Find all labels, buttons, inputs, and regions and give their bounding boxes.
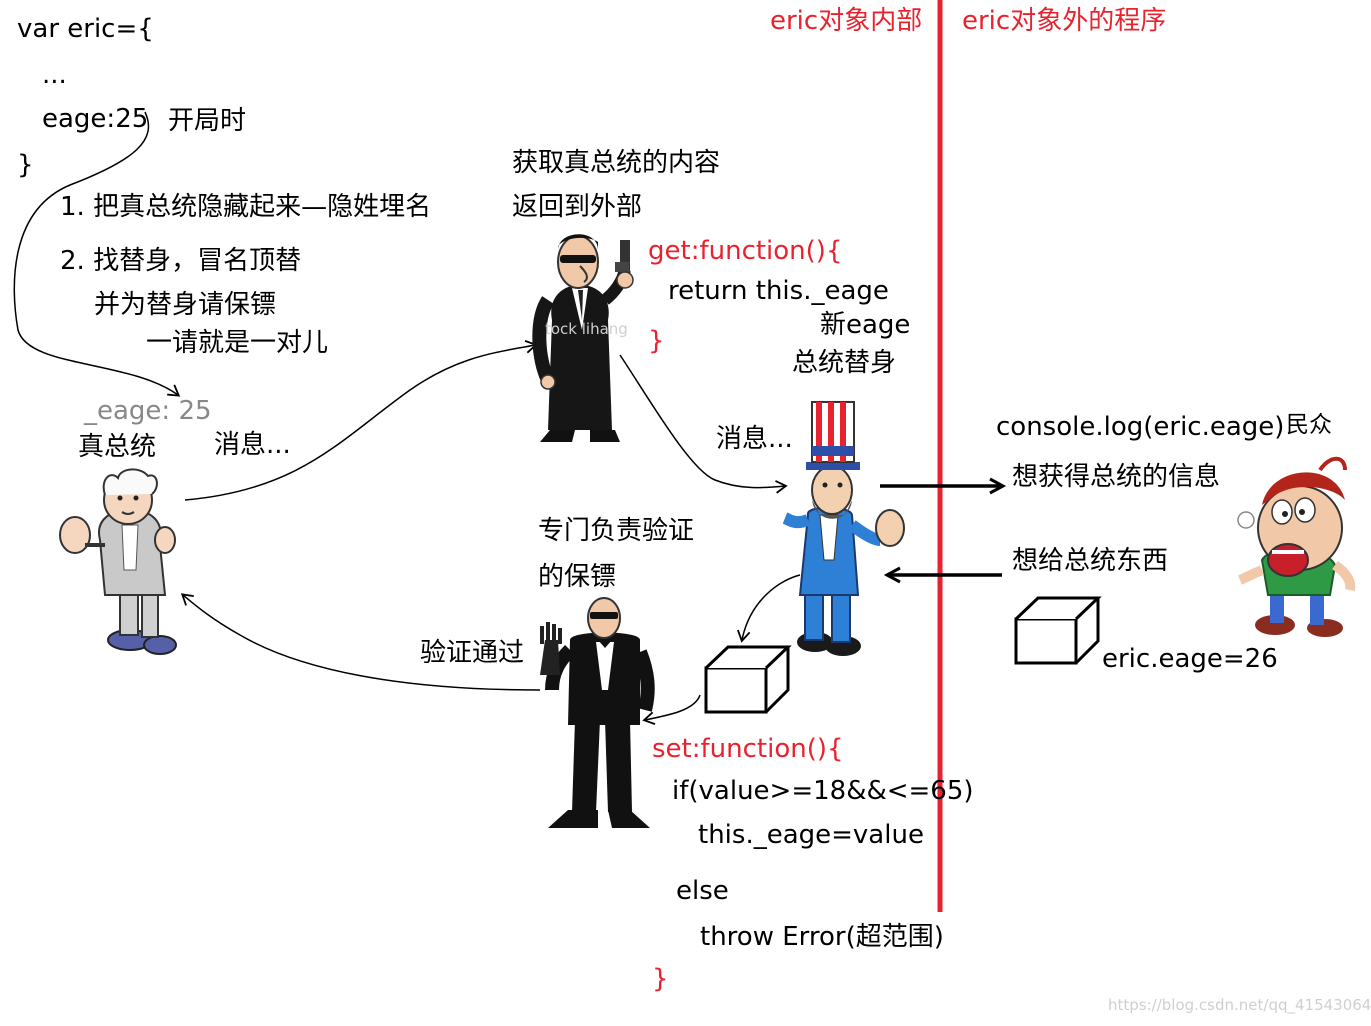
setter-open: set:function(){: [652, 734, 844, 764]
getter-title-line2: 返回到外部: [512, 192, 643, 222]
setter-throw: throw Error(超范围): [700, 922, 944, 952]
double-label: 总统替身: [792, 348, 897, 378]
hide-arrow: [13, 111, 181, 397]
message-arrow-to-double: [619, 354, 788, 494]
public-label: 民众: [1286, 412, 1332, 438]
code-line-var: var eric={: [17, 14, 154, 44]
value-box-inside: [704, 645, 792, 714]
box-to-validator-arrow: [642, 694, 701, 725]
step-2-pair-text: 一请就是一对儿: [146, 328, 329, 358]
outside-scope-label: eric对象外的程序: [962, 6, 1167, 36]
getter-open: get:function(){: [648, 236, 843, 266]
getter-close: }: [648, 326, 665, 356]
step-2-text: 2. 找替身，冒名顶替: [60, 246, 302, 276]
step-1-text: 1. 把真总统隐藏起来—隐姓埋名: [60, 192, 432, 222]
validated-arrow: [180, 593, 541, 691]
setter-assign: this._eage=value: [698, 820, 924, 850]
president-double-illustration: [782, 401, 905, 656]
setter-condition: if(value>=18&&<=65): [672, 776, 974, 806]
want-give-label: 想给总统东西: [1012, 546, 1169, 576]
want-info-label: 想获得总统的信息: [1012, 462, 1221, 492]
overlay-watermark: tock lihang: [545, 320, 628, 338]
message-left-label: 消息...: [214, 430, 291, 460]
step-2-bodyguard-text: 并为替身请保镖: [94, 290, 277, 320]
inside-scope-label: eric对象内部: [770, 6, 923, 36]
message-arrow-to-getter: [184, 340, 538, 501]
footer-watermark: https://blog.csdn.net/qq_41543064: [1108, 996, 1371, 1014]
getter-agent-illustration: [532, 234, 634, 442]
start-label: 开局时: [168, 106, 247, 136]
double-to-box-arrow: [737, 574, 801, 643]
validator-bodyguard-illustration: [540, 597, 655, 828]
new-eage-label: 新eage: [820, 310, 911, 340]
hidden-property-label: _eage: 25: [84, 396, 212, 426]
public-crowd-illustration: [1237, 456, 1356, 637]
getter-title-line1: 获取真总统的内容: [512, 148, 721, 178]
assign-expression: eric.eage=26: [1102, 644, 1278, 674]
code-line-ellipsis: ...: [42, 60, 67, 90]
validator-label-line1: 专门负责验证: [538, 516, 695, 546]
getter-body: return this._eage: [668, 276, 889, 306]
validated-label: 验证通过: [420, 638, 525, 668]
validator-label-line2: 的保镖: [538, 562, 617, 592]
value-box-outside: [1014, 596, 1102, 665]
setter-close: }: [652, 964, 669, 994]
setter-else: else: [676, 876, 729, 906]
real-president-label: 真总统: [78, 432, 157, 462]
console-log-text: console.log(eric.eage): [996, 412, 1285, 442]
code-line-close: }: [17, 150, 34, 180]
message-mid-label: 消息...: [716, 424, 793, 454]
real-president-illustration: [59, 468, 177, 655]
code-line-eage: eage:25: [42, 104, 149, 134]
